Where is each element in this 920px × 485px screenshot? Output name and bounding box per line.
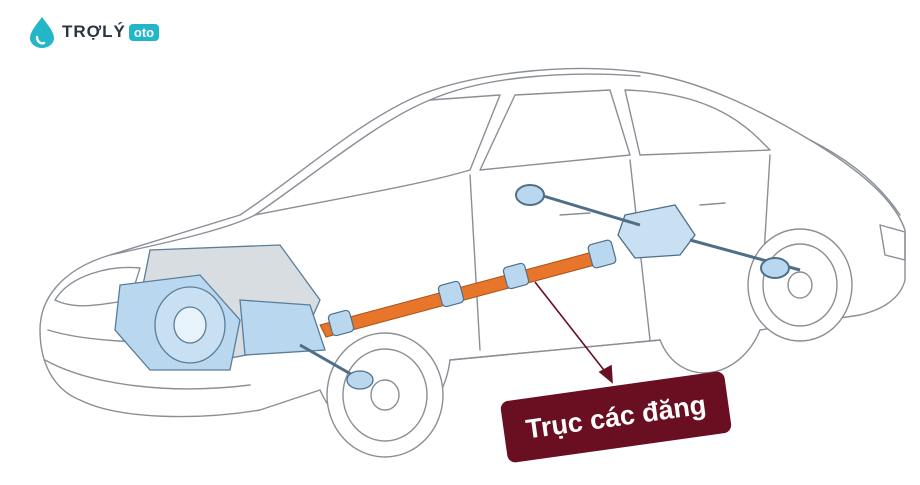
droplet-logo-icon: [30, 17, 54, 48]
rear-differential: [617, 204, 696, 259]
drive-shaft: [319, 249, 607, 338]
callout-label: Trục các đăng: [523, 389, 708, 444]
rear-trunk: [809, 139, 901, 216]
front-wheel: [326, 332, 444, 458]
car-body-outline: [39, 67, 906, 434]
rear-wheel: [747, 228, 853, 342]
roof-line: [429, 73, 641, 101]
side-skirt: [449, 339, 661, 361]
rear-side-window: [624, 89, 771, 156]
door-handle-front: [559, 212, 591, 216]
front-door: [469, 159, 651, 351]
windshield: [254, 94, 501, 216]
hood-line: [109, 214, 256, 256]
brand-name: TRỢLÝ: [62, 22, 126, 41]
headlight: [54, 266, 141, 307]
taillight: [879, 224, 906, 261]
callout-pointer: [534, 281, 613, 384]
front-axle: [299, 343, 374, 390]
door-handle-rear: [699, 202, 726, 206]
brand-badge: oto: [128, 23, 160, 41]
brand-logo[interactable]: TRỢLÝ oto: [28, 14, 160, 50]
front-side-window: [479, 89, 631, 171]
engine-transmission: [114, 244, 326, 371]
front-bumper: [44, 359, 251, 390]
rear-axle: [515, 184, 801, 279]
universal-joints: [327, 239, 617, 337]
